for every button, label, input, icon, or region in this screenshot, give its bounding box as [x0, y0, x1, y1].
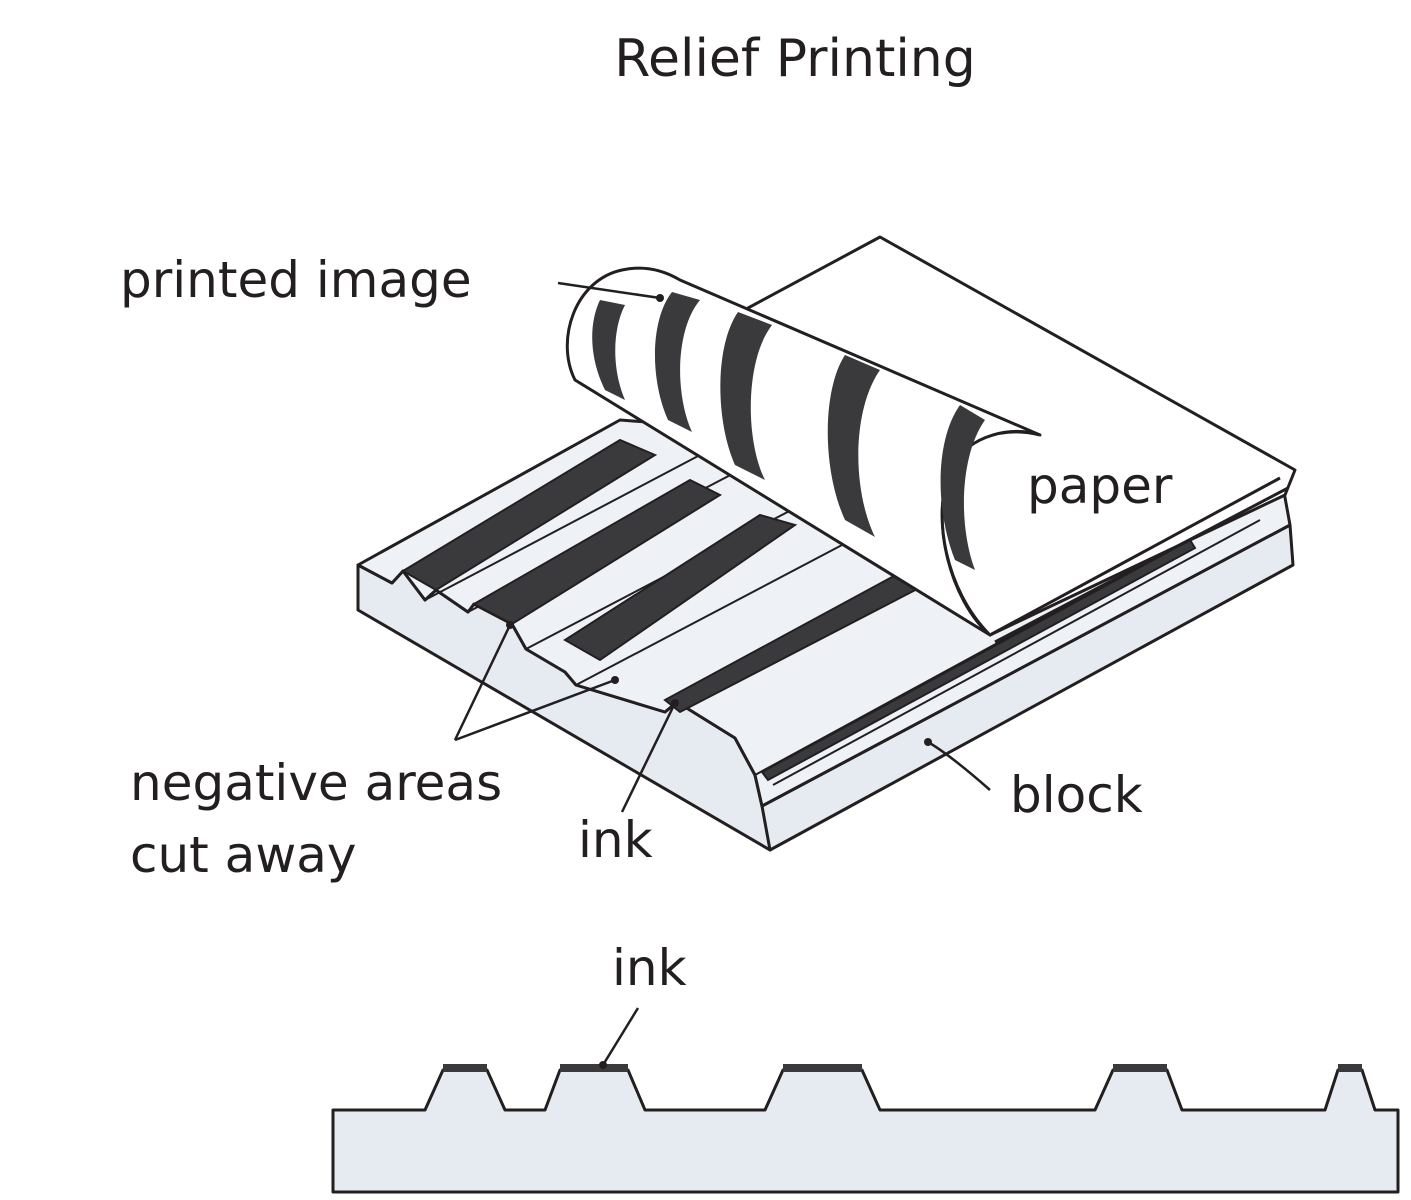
printed-stripes — [592, 292, 985, 570]
printed-stripe-1 — [592, 300, 625, 400]
leader-lines — [453, 281, 991, 1066]
leader-negative-1 — [453, 624, 512, 741]
ink-strip-1 — [401, 438, 658, 592]
paper-sheet — [565, 235, 1297, 644]
ink-strip-5 — [760, 538, 1197, 782]
label-paper: paper — [1027, 457, 1173, 515]
printed-stripe-5 — [940, 405, 985, 570]
label-printed-image: printed image — [120, 251, 472, 309]
leader-dots — [506, 294, 932, 1069]
printed-stripe-3 — [720, 312, 772, 480]
ink-strip-3 — [563, 513, 798, 662]
printed-stripe-2 — [654, 292, 700, 432]
leader-printed-image — [557, 281, 661, 300]
diagram-title: Relief Printing — [614, 29, 976, 89]
label-block: block — [1010, 766, 1143, 824]
leader-negative-2 — [454, 678, 616, 742]
ink-strip-2 — [471, 478, 723, 626]
cross-section-block — [331, 1068, 1400, 1194]
label-ink-top: ink — [578, 811, 653, 869]
cross-section — [331, 1064, 1400, 1194]
printed-stripe-4 — [827, 355, 880, 537]
leader-ink-bottom — [601, 1007, 640, 1066]
leader-block — [927, 740, 991, 791]
ink-strips — [401, 438, 1197, 782]
cross-section-ink — [443, 1064, 1362, 1072]
label-cut-away: cut away — [130, 826, 356, 884]
label-ink-bottom: ink — [612, 939, 687, 997]
leader-ink-top — [620, 702, 677, 813]
label-negative-areas: negative areas — [130, 754, 502, 812]
